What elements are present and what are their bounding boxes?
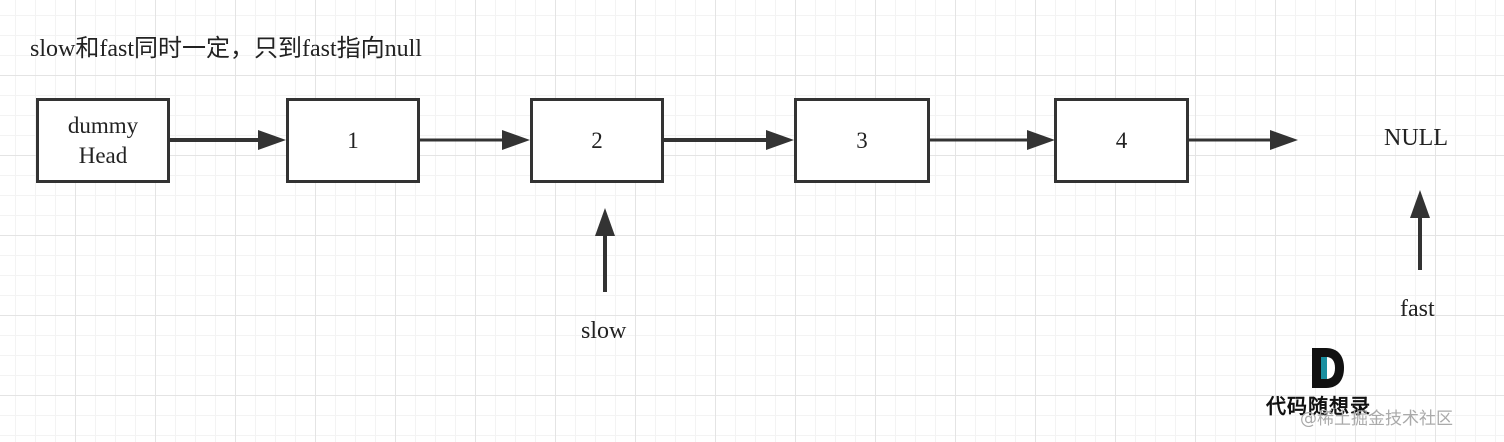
null-terminator-label: NULL [1384, 125, 1448, 151]
arrowhead-1-to-2 [502, 130, 530, 150]
node-1: 1 [286, 98, 420, 183]
slow-pointer-arrowhead [595, 208, 615, 236]
slow-pointer-label: slow [581, 318, 627, 344]
arrowhead-3-to-4 [1027, 130, 1055, 150]
node-label: 1 [347, 127, 359, 153]
fast-pointer-arrowhead [1410, 190, 1430, 218]
logo-d-icon [1312, 348, 1344, 388]
brand-logo: 代码随想录 [1266, 348, 1386, 418]
node-label: dummy Head [67, 112, 139, 168]
arrowhead-dummy-to-1 [258, 130, 286, 150]
logo-text: 代码随想录 [1266, 394, 1371, 418]
arrowhead-4-to-null [1270, 130, 1298, 150]
node-2: 2 [530, 98, 664, 183]
watermark-text: @稀土掘金技术社区 [1300, 409, 1453, 429]
arrowhead-2-to-3 [766, 130, 794, 150]
node-4: 4 [1054, 98, 1189, 183]
fast-pointer-label: fast [1400, 296, 1435, 322]
node-dummy-head: dummy Head [36, 98, 170, 183]
node-3: 3 [794, 98, 930, 183]
node-label: 3 [856, 127, 868, 153]
node-label: 2 [591, 127, 603, 153]
node-label: 4 [1115, 127, 1128, 153]
diagram-caption: slow和fast同时一定，只到fast指向null [30, 36, 422, 62]
